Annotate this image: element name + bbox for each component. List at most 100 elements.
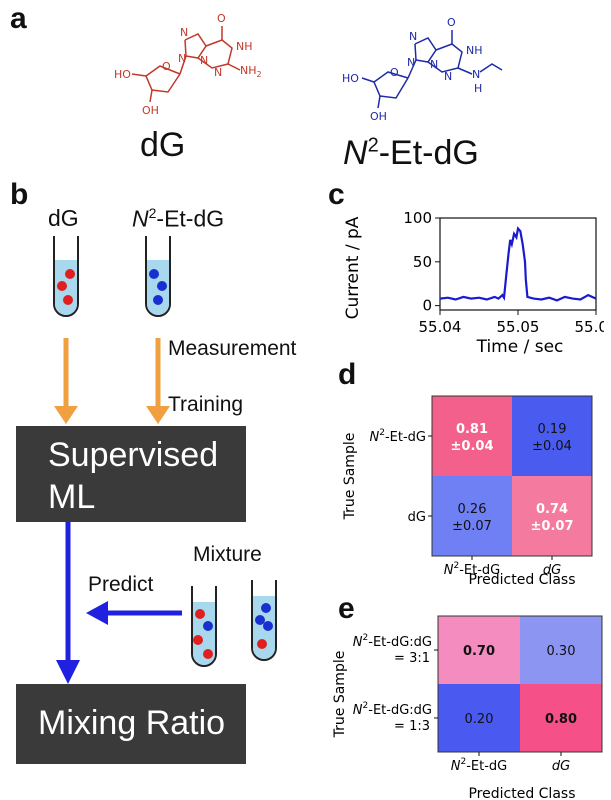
panel-label-d: d	[338, 358, 357, 391]
et-dg-name-prefix: N	[343, 134, 368, 172]
training-arrows	[54, 338, 170, 424]
cm-d-ylabel: True Sample	[342, 433, 358, 521]
mixture-label: Mixture	[193, 543, 262, 566]
cm-tick-prefix: dG	[543, 563, 561, 578]
trace-ylabel: Current / pA	[344, 216, 363, 319]
cm-cell	[432, 396, 512, 476]
cm-cell-value: 0.70	[463, 644, 495, 659]
cm-cell-value: 0.19	[538, 422, 567, 437]
cm-tick-prefix: dG	[552, 759, 570, 774]
blue-dot	[153, 295, 163, 305]
tube-label-dg: dG	[48, 205, 79, 231]
training-label: Training	[168, 393, 244, 416]
et-dg-atom-labels: O N NH N N N N H HO O OH	[342, 16, 483, 123]
cm-cell-error: ±0.04	[451, 439, 494, 454]
cm-cell-error: ±0.07	[531, 519, 574, 534]
test-tube-et-dg	[145, 236, 171, 317]
cm-ytick-label-line2: = 3:1	[394, 651, 430, 666]
cm-xtick-label: N2-Et-dG	[444, 561, 501, 578]
cm-tick-rest: -Et-dG	[466, 759, 507, 774]
red-dot	[203, 649, 213, 659]
et-dg-atom-n: N	[409, 30, 417, 43]
red-dot	[65, 269, 75, 279]
tube-label-prefix: N	[132, 205, 149, 232]
cm-e-ylabel: True Sample	[332, 651, 348, 739]
cm-frame	[437, 615, 603, 753]
et-dg-atom-o-ring: O	[390, 66, 399, 79]
dg-atom-labels: O N NH N N N NH2 HO O OH	[114, 12, 262, 117]
cm-tick-sup: 2	[453, 561, 459, 571]
tube-label-rest: -Et-dG	[156, 205, 225, 232]
supervised-ml-line2: ML	[48, 478, 96, 516]
mixture-tube-2	[251, 580, 277, 661]
blue-dot	[263, 621, 273, 631]
et-dg-name-sup: 2	[367, 134, 379, 157]
et-dg-structure	[361, 30, 503, 109]
cm-tick-prefix: N	[451, 759, 461, 774]
et-dg-atom-n-side: N	[472, 68, 480, 81]
cm-tick-rest: -Et-dG	[459, 563, 500, 578]
cm-xtick-label: dG	[543, 563, 561, 578]
red-dot	[193, 635, 203, 645]
cm-frame	[431, 395, 593, 557]
trace-ytick-label: 100	[403, 209, 432, 227]
cm-ytick-label: dG	[408, 510, 426, 525]
cm-cell-value: 0.30	[547, 644, 576, 659]
et-dg-atom-nh: NH	[466, 44, 483, 57]
trace-xlabel: Time / sec	[476, 337, 564, 356]
et-dg-atom-n: N	[407, 56, 415, 69]
et-dg-atom-h: H	[474, 82, 482, 95]
et-dg-atom-oh: OH	[370, 110, 387, 123]
blue-dot	[149, 269, 159, 279]
mixture-tube-1	[191, 586, 217, 667]
supervised-ml-line1: Supervised	[48, 436, 219, 474]
cm-tick-prefix: dG	[408, 510, 426, 525]
cm-cell	[520, 616, 602, 684]
cm-ytick-label: N2-Et-dG	[370, 428, 427, 445]
cm-cell	[512, 476, 592, 556]
dg-atom-ho: HO	[114, 68, 131, 81]
cm-tick-sup: 2	[379, 428, 385, 438]
blue-dot	[255, 615, 265, 625]
workflow-diagram	[53, 236, 277, 684]
tube-label-sup: 2	[148, 205, 157, 221]
confusion-matrix-d-cells: 0.81±0.040.19±0.040.26±0.070.74±0.07N2-E…	[370, 395, 593, 578]
trace-line	[439, 226, 597, 302]
test-tube-dg	[53, 236, 79, 317]
cm-cell	[512, 396, 592, 476]
molecule-structures: O N NH N N N NH2 HO O OH O N NH N N N N …	[114, 12, 503, 123]
red-dot	[63, 295, 73, 305]
supervised-ml-box: Supervised ML	[16, 426, 246, 522]
dg-atom-n: N	[214, 66, 222, 79]
red-dot	[57, 281, 67, 291]
dg-atom-n: N	[180, 26, 188, 39]
predict-arrows	[56, 522, 182, 684]
cm-cell-error: ±0.04	[532, 439, 572, 454]
cm-tick-prefix: N	[353, 703, 363, 718]
cm-cell-value: 0.81	[456, 422, 488, 437]
dg-atom-o: O	[217, 12, 226, 25]
predict-label: Predict	[88, 573, 154, 596]
trace-xtick-label: 55.06	[575, 318, 604, 336]
cm-cell	[520, 684, 602, 752]
cm-cell-value: 0.80	[545, 712, 577, 727]
dg-atom-n: N	[200, 54, 208, 67]
trace-xtick-label: 55.04	[419, 318, 462, 336]
cm-cell	[432, 476, 512, 556]
tube-label-et-dg: N2-Et-dG	[132, 205, 224, 233]
panel-label-e: e	[338, 592, 355, 625]
cm-cell-error: ±0.07	[452, 519, 492, 534]
cm-ytick-label-line2: = 1:3	[394, 719, 430, 734]
cm-e-xlabel: Predicted Class	[468, 786, 575, 800]
cm-tick-sup: 2	[363, 633, 369, 643]
dg-atom-nh: NH	[236, 40, 253, 53]
panel-label-a: a	[10, 2, 27, 35]
et-dg-name: N2-Et-dG	[343, 134, 479, 173]
cm-tick-prefix: N	[353, 635, 363, 650]
et-dg-atom-n: N	[430, 58, 438, 71]
cm-cell-value: 0.74	[536, 502, 568, 517]
